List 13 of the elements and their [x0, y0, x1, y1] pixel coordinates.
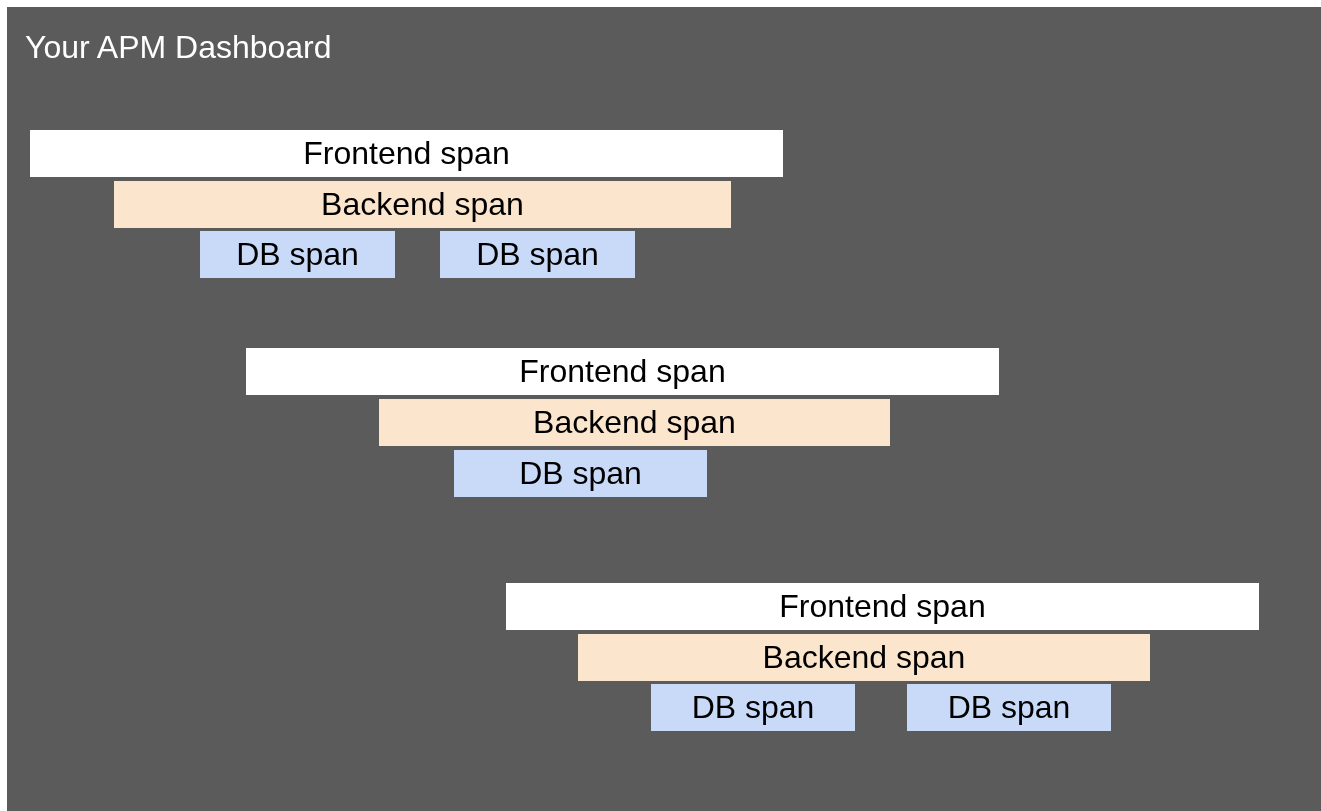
span-bar: Backend span — [578, 634, 1150, 681]
span-bar: Frontend span — [246, 348, 999, 395]
span-bar: DB span — [200, 231, 395, 278]
span-bar: Frontend span — [30, 130, 783, 177]
span-bar: DB span — [651, 684, 855, 731]
dashboard-panel — [7, 7, 1321, 811]
span-bar: DB span — [454, 450, 707, 497]
span-bar: DB span — [907, 684, 1111, 731]
span-bar: Backend span — [379, 399, 890, 446]
panel-title: Your APM Dashboard — [25, 29, 332, 66]
span-bar: Backend span — [114, 181, 731, 228]
span-bar: Frontend span — [506, 583, 1259, 630]
span-bar: DB span — [440, 231, 635, 278]
